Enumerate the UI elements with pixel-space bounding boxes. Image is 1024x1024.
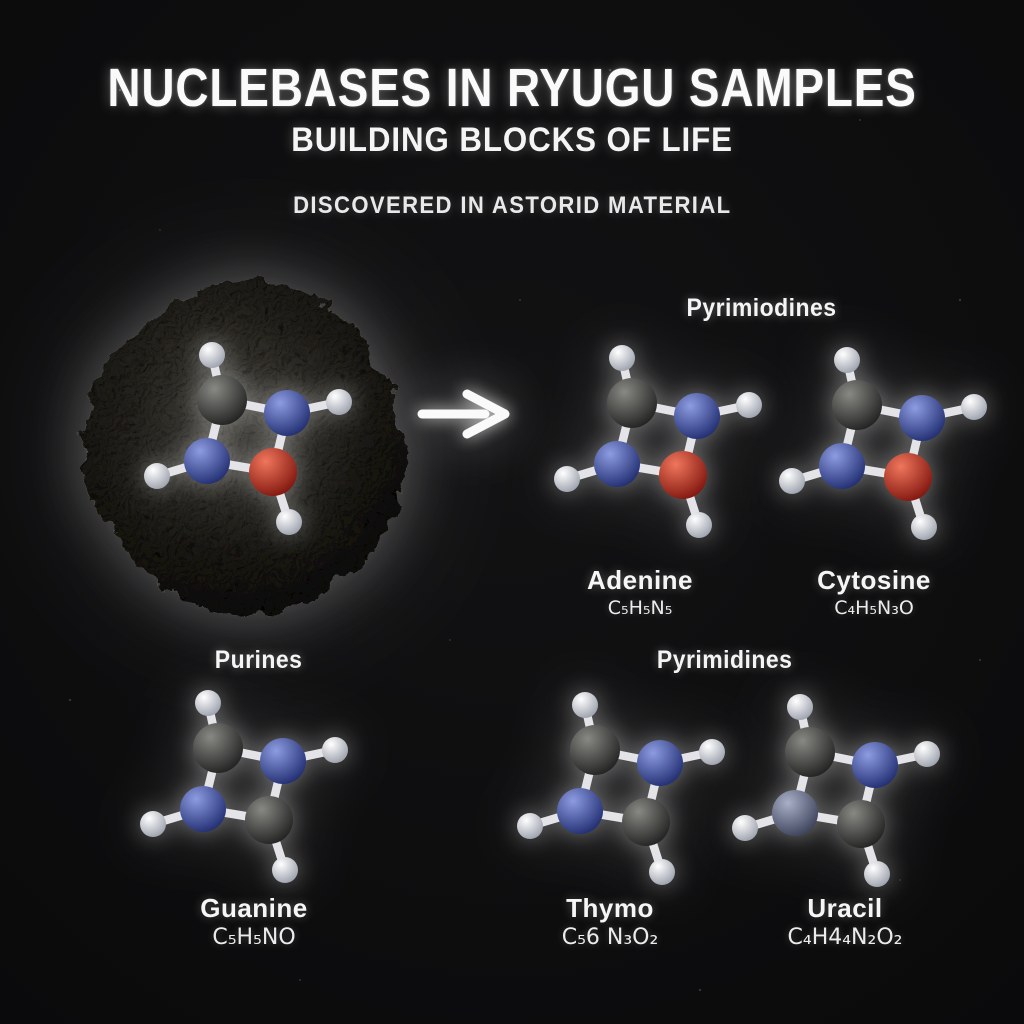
- adenine-molecule-model: [554, 345, 767, 553]
- uracil-label: Uracil C₄H4₄N₂O₂: [695, 894, 995, 950]
- asteroid-rock: [58, 262, 430, 630]
- cytosine-formula: C₄H₅N₃O: [834, 596, 914, 619]
- guanine-molecule-model: [140, 690, 353, 898]
- page-tagline: DISCOVERED IN ASTORID MATERIAL: [0, 192, 1024, 220]
- page-tagline-text: DISCOVERED IN ASTORID MATERIAL: [292, 192, 732, 220]
- section-label-pyrimidines: Pyrimidines: [657, 646, 793, 674]
- uracil-molecule-model: [732, 694, 945, 902]
- thymo-molecule-model: [517, 692, 730, 900]
- thymo-name: Thymo: [566, 893, 654, 923]
- page-title: NUCLEBASES IN RYUGU SAMPLES: [0, 60, 1024, 117]
- cytosine-label: Cytosine C₄H₅N₃O: [724, 566, 1024, 618]
- cytosine-name: Cytosine: [817, 565, 931, 595]
- uracil-formula: C₄H4₄N₂O₂: [787, 924, 903, 950]
- adenine-formula: C₅H₅N₅: [607, 596, 673, 619]
- guanine-name: Guanine: [200, 893, 308, 923]
- thymo-label: Thymo C₅6 N₃O₂: [460, 894, 760, 950]
- header: NUCLEBASES IN RYUGU SAMPLES BUILDING BLO…: [0, 60, 1024, 220]
- adenine-name: Adenine: [586, 565, 694, 595]
- right-arrow-icon: [415, 386, 520, 441]
- adenine-label: Adenine C₅H₅N₅: [490, 566, 790, 618]
- asteroid-rock-graphic: [80, 278, 410, 616]
- section-label-purines: Purines: [215, 646, 303, 674]
- page-title-text: NUCLEBASES IN RYUGU SAMPLES: [107, 58, 917, 118]
- uracil-name: Uracil: [807, 893, 883, 923]
- cytosine-molecule-model: [779, 347, 992, 555]
- asteroid-molecule-model: [144, 342, 357, 550]
- guanine-label: Guanine C₅H₅NO: [104, 894, 404, 950]
- thymo-formula: C₅6 N₃O₂: [561, 924, 659, 950]
- page-subtitle: BUILDING BLOCKS OF LIFE: [0, 120, 1024, 159]
- page-subtitle-text: BUILDING BLOCKS OF LIFE: [291, 120, 733, 159]
- section-label-pyrimiodines: Pyrimiodines: [686, 294, 836, 322]
- guanine-formula: C₅H₅NO: [212, 924, 296, 950]
